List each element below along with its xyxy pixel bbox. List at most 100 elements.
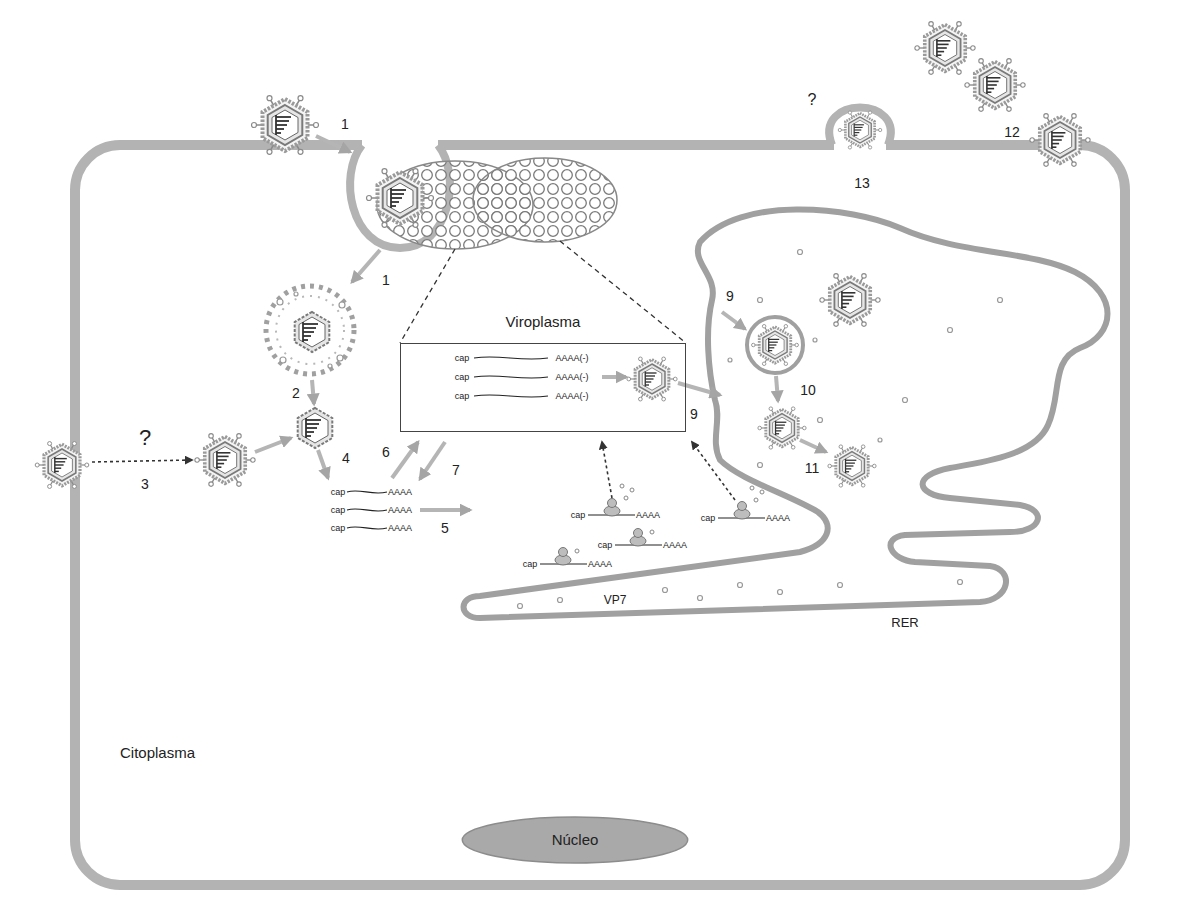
step-arrow [316, 136, 350, 152]
region-label: Citoplasma [120, 745, 195, 762]
step-arrow [678, 383, 720, 395]
vp7-protein [813, 338, 817, 342]
mrna-strand [474, 395, 548, 397]
uncoating [295, 312, 330, 352]
new-protein [630, 488, 634, 492]
virus-particle [252, 96, 319, 155]
vp7-protein [903, 398, 908, 403]
step-arrow [352, 250, 380, 282]
viroplasm-body [377, 158, 686, 343]
vp7-protein [738, 583, 743, 588]
uncoating [277, 292, 345, 368]
uncoating [276, 296, 344, 364]
new-protein [624, 496, 628, 500]
callout-number: 1 [382, 273, 390, 287]
vp7-protein [838, 583, 843, 588]
endoplasmic-reticulum [464, 209, 1108, 618]
mrna-end-label: AAAA [388, 524, 412, 533]
structure-label: VP7 [604, 594, 627, 606]
step-arrow [420, 508, 470, 512]
callout-number: 2 [292, 386, 300, 400]
endoplasmic-reticulum [747, 317, 803, 373]
vp7-protein [698, 596, 703, 601]
cell-region: CitoplasmaNúcleo Viroplasma [75, 145, 1125, 885]
mrna-end-label: cap [455, 373, 470, 382]
uncoating [294, 292, 298, 296]
ribosome [608, 499, 617, 508]
mrna-end-label: AAAA(-) [555, 373, 588, 382]
mrna-end-label: AAAA [388, 488, 412, 497]
step-arrow [255, 136, 826, 510]
mrna-end-label: cap [455, 392, 470, 401]
mrna-strand [347, 357, 765, 564]
virus-particle [758, 407, 806, 449]
cell-membrane [362, 136, 438, 154]
ribosome [634, 529, 643, 538]
step-arrow [392, 442, 418, 478]
viroplasm-inset: Viroplasma [400, 343, 686, 432]
mrna-strand [474, 357, 548, 359]
step-arrow [800, 440, 826, 452]
new-protein [750, 486, 754, 490]
callout-number: 7 [452, 463, 460, 477]
callout-number: 12 [1004, 125, 1020, 139]
vp7-protein [798, 250, 803, 255]
virus-particle [367, 169, 434, 228]
new-protein [575, 549, 579, 553]
virus-particle [820, 274, 880, 327]
vp7-protein [818, 418, 823, 423]
dotted-arrow [602, 442, 612, 498]
virus-particle [828, 445, 876, 487]
vp7-protein [958, 580, 963, 585]
ribosome [559, 548, 568, 557]
callout-number: 10 [800, 383, 816, 397]
step-arrow [255, 438, 291, 452]
viroplasm-body [400, 249, 455, 343]
viroplasm-body [473, 158, 617, 242]
vp7-protein [558, 598, 563, 603]
uncoating [280, 357, 286, 363]
nucleus: Núcleo [460, 815, 690, 865]
virus-particle [965, 59, 1025, 112]
vp7-protein [758, 463, 763, 468]
endoplasmic-reticulum [464, 209, 1108, 618]
vp7-protein [518, 250, 1003, 609]
callout-number: 3 [141, 477, 149, 491]
ribosome [738, 502, 747, 511]
mrna-end-label: cap [331, 488, 346, 497]
virus-particle [1030, 114, 1090, 167]
step-arrow [318, 450, 328, 478]
step-arrow [420, 442, 445, 479]
uncoating [328, 364, 332, 368]
step-arrow [776, 376, 778, 401]
vp7-protein [728, 358, 732, 362]
new-protein [650, 530, 654, 534]
callout-number: 1 [341, 117, 349, 131]
mrna-strand [347, 509, 387, 511]
mrna-end-label: cap [701, 514, 716, 523]
inset-title: Viroplasma [401, 314, 685, 331]
new-protein [575, 484, 764, 553]
mrna-end-label: cap [331, 506, 346, 515]
callout-number: 5 [441, 521, 449, 535]
vp7-protein [778, 590, 783, 595]
cell-membrane [75, 145, 1125, 885]
mrna-end-label: AAAA [663, 541, 687, 550]
virus-particle [915, 22, 975, 75]
callout-number: 9 [726, 289, 734, 303]
vp7-protein [758, 298, 763, 303]
mrna-end-label: cap [331, 524, 346, 533]
virus-particle [35, 442, 89, 489]
structure-label: RER [891, 616, 918, 629]
mrna-end-label: AAAA [766, 514, 790, 523]
vp7-protein [998, 298, 1003, 303]
virus-particle [35, 22, 1090, 489]
mrna-strand [347, 527, 387, 529]
callout-number: ? [139, 427, 151, 449]
virus-particle [298, 408, 333, 448]
mrna-end-label: cap [571, 511, 586, 520]
uncoating [266, 286, 354, 374]
virus-particle [195, 434, 255, 487]
ribosome [555, 499, 750, 566]
